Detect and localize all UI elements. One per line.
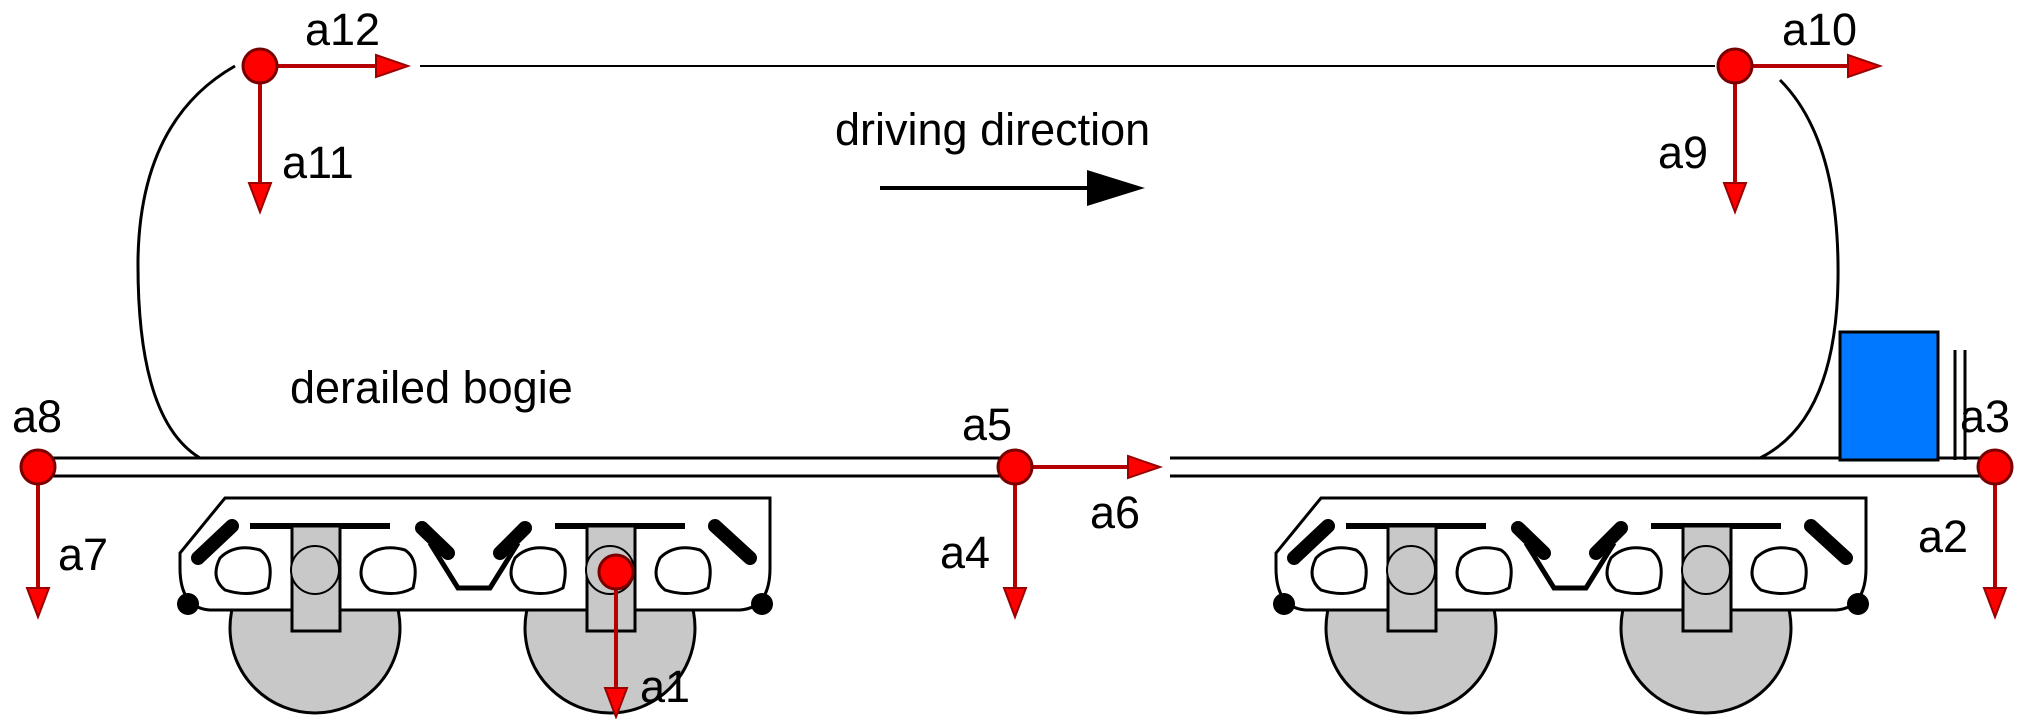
label-a6: a6 — [1090, 487, 1140, 538]
sensor-top-left — [241, 47, 412, 215]
label-a12: a12 — [305, 4, 380, 55]
label-a5: a5 — [962, 399, 1012, 450]
label-a11: a11 — [282, 137, 354, 188]
driving-direction-arrow — [880, 170, 1145, 206]
label-a9: a9 — [1658, 127, 1708, 178]
sensor-left-end — [19, 448, 57, 620]
bogie-right — [1273, 498, 1869, 713]
label-a10: a10 — [1782, 4, 1857, 55]
sensor-right-end — [1976, 448, 2014, 620]
sensor-bogie-axle — [597, 553, 635, 719]
vertical-pipes — [1953, 350, 1967, 460]
label-a4: a4 — [940, 527, 990, 578]
sensor-middle — [996, 448, 1164, 620]
derailed-bogie-label: derailed bogie — [290, 362, 573, 413]
label-a7: a7 — [58, 529, 108, 580]
blue-box — [1838, 330, 1940, 462]
tank-body — [136, 64, 1840, 460]
label-a3: a3 — [1960, 391, 2010, 442]
label-a2: a2 — [1918, 511, 1968, 562]
driving-direction-label: driving direction — [835, 104, 1150, 155]
sensor-top-right — [1716, 47, 1884, 215]
label-a1: a1 — [640, 661, 690, 712]
label-a8: a8 — [12, 391, 62, 442]
